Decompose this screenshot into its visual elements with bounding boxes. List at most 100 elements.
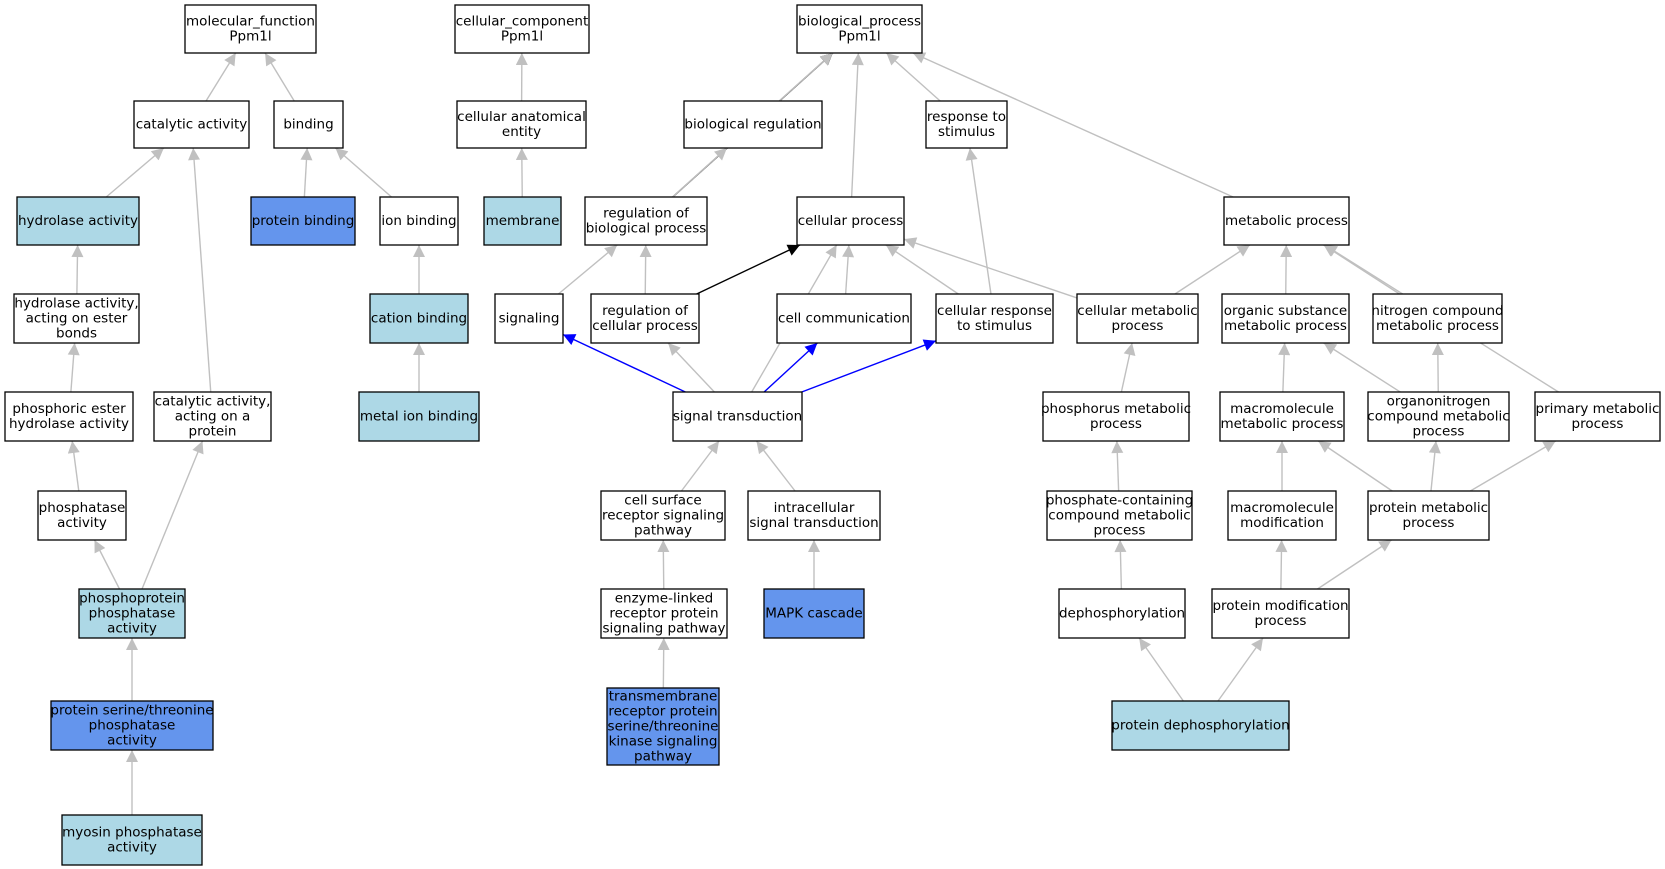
node-signaling: signaling [494, 293, 564, 344]
edge-signaling-to-regbio [557, 244, 618, 295]
node-box-cellcomm [776, 293, 912, 344]
node-box-intracell [747, 490, 881, 541]
edge-cellmetab-to-metab [1174, 244, 1251, 295]
node-box-dephos [1058, 588, 1186, 639]
node-hydrolase: hydrolase activity [16, 196, 140, 246]
node-label-cellmetab: process [1112, 318, 1164, 334]
node-box-metab [1223, 196, 1350, 246]
node-ionbind: ion binding [379, 196, 459, 246]
edge-phosphatase-to-phosester [67, 440, 80, 492]
node-label-cation: cation binding [371, 311, 467, 327]
node-label-hydrolase: hydrolase activity [18, 213, 138, 229]
node-label-primary: process [1572, 416, 1624, 432]
node-label-bp: biological_process [798, 14, 921, 30]
node-metalion: metal ion binding [358, 391, 480, 442]
edge-metab-to-bp [912, 52, 1234, 198]
edge-dephos-to-phoscont [1114, 539, 1127, 590]
node-label-cellresp: cellular response [937, 303, 1052, 319]
node-label-regbio: regulation of [603, 206, 690, 222]
node-box-phosphatase [37, 490, 127, 541]
node-label-cellsurf: pathway [634, 523, 692, 539]
edge-cellsurf-to-sigtrans [680, 440, 720, 492]
node-label-myosin: activity [107, 840, 157, 856]
node-label-mapk: MAPK cascade [765, 606, 862, 622]
node-membrane: membrane [483, 196, 562, 246]
node-box-organonit [1367, 391, 1510, 442]
node-label-organonit: process [1413, 424, 1465, 440]
node-box-cellsurf [600, 490, 726, 541]
node-label-transmem: kinase signaling [609, 734, 718, 750]
edge-protmetab-to-macromet [1317, 440, 1393, 492]
node-serthr: protein serine/threoninephosphataseactiv… [50, 700, 214, 751]
edge-cellresp-to-cellproc [885, 244, 959, 295]
node-label-macromet: metabolic process [1221, 416, 1344, 432]
node-label-orgsub: organic substance [1224, 303, 1347, 319]
node-box-resp [925, 100, 1008, 149]
node-label-organonit: compound metabolic [1367, 409, 1509, 425]
node-binding: binding [273, 100, 344, 149]
edge-cellresp-to-resp [965, 147, 992, 295]
node-box-primary [1534, 391, 1661, 442]
edge-sigtrans-to-cellcomm [763, 342, 818, 393]
edge-cellmetab-to-cellproc [903, 237, 1078, 299]
node-label-regcell: cellular process [592, 318, 698, 334]
node-box-mapk [763, 588, 865, 639]
edge-hydester-to-hydrolase [71, 244, 84, 295]
node-box-phosprot [78, 588, 186, 639]
node-label-organonit: organonitrogen [1387, 394, 1491, 410]
node-label-phosester: hydrolase activity [9, 416, 129, 432]
node-label-phosprot: activity [107, 621, 157, 637]
node-label-nitro: metabolic process [1376, 318, 1499, 334]
node-box-macromod [1227, 490, 1337, 541]
node-label-macromet: macromolecule [1230, 401, 1334, 417]
node-box-enzyme [600, 588, 728, 639]
node-box-phosmetab [1042, 391, 1190, 442]
node-box-cc [454, 4, 590, 54]
node-label-catprot: protein [189, 424, 237, 440]
node-box-nitro [1372, 293, 1503, 344]
node-label-ionbind: ion binding [381, 213, 456, 229]
node-box-cellmetab [1076, 293, 1199, 344]
node-label-bp: Ppm1l [838, 29, 880, 45]
node-label-cae: entity [502, 124, 541, 140]
node-label-phosester: phosphoric ester [12, 401, 126, 417]
node-label-catprot: catalytic activity, [155, 394, 271, 410]
node-label-cc: cellular_component [456, 14, 588, 30]
node-label-metalion: metal ion binding [360, 409, 478, 425]
node-label-transmem: receptor protein [608, 704, 717, 720]
edge-protmetab-to-primary [1469, 440, 1557, 492]
edge-membrane-to-cae [515, 147, 528, 198]
node-label-binding: binding [283, 117, 333, 133]
node-label-regbio: biological process [586, 221, 707, 237]
edge-phosmetab-to-cellmetab [1120, 342, 1136, 393]
edge-sigtrans-to-cellresp [801, 339, 937, 393]
node-label-phosmetab: process [1090, 416, 1142, 432]
node-label-dephos: dephosphorylation [1059, 606, 1185, 622]
node-label-mf: molecular_function [186, 14, 315, 30]
node-protbind: protein binding [250, 196, 356, 246]
node-box-protdephos [1111, 700, 1290, 751]
node-label-protmetab: process [1403, 515, 1455, 531]
node-label-phoscont: phosphate-containing [1046, 493, 1193, 509]
node-label-enzyme: receptor protein [609, 606, 718, 622]
node-label-enzyme: signaling pathway [602, 621, 725, 637]
node-label-resp: stimulus [938, 124, 995, 140]
node-label-primary: primary metabolic [1536, 401, 1660, 417]
edge-orgsub-to-metab [1280, 244, 1293, 295]
edge-phosprot-to-phosphatase [93, 539, 121, 590]
node-label-enzyme: enzyme-linked [615, 591, 714, 607]
